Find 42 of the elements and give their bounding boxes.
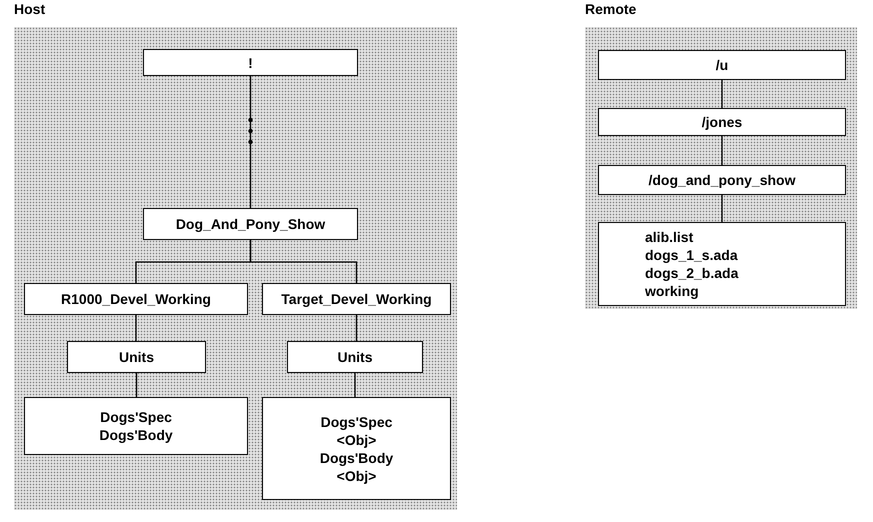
connector-line bbox=[721, 195, 723, 222]
directory-name: R1000_Devel_Working bbox=[61, 290, 211, 308]
directory-name: working bbox=[645, 282, 699, 300]
directory-box bbox=[598, 165, 846, 195]
directory-box bbox=[24, 397, 248, 455]
panel-heading: Host bbox=[14, 1, 46, 17]
directory-box bbox=[143, 49, 358, 76]
directory-name: /jones bbox=[702, 113, 742, 131]
connector-line bbox=[250, 240, 358, 283]
connector-line bbox=[135, 315, 137, 341]
directory-box bbox=[598, 222, 846, 306]
directory-name: Dogs'Body bbox=[99, 426, 173, 444]
directory-name: Dog_And_Pony_Show bbox=[176, 215, 326, 233]
directory-name: /u bbox=[716, 56, 728, 74]
directory-box bbox=[24, 283, 248, 315]
panel-heading: Remote bbox=[585, 1, 636, 17]
directory-box bbox=[598, 108, 846, 136]
directory-box bbox=[598, 50, 846, 80]
directory-name: Dogs'Spec bbox=[100, 408, 172, 426]
directory-box bbox=[262, 397, 451, 500]
directory-name: ! bbox=[248, 54, 253, 72]
directory-name: dogs_2_b.ada bbox=[645, 264, 738, 282]
directory-name: <Obj> bbox=[336, 430, 376, 448]
connector-line bbox=[354, 373, 356, 397]
connector-line bbox=[356, 315, 358, 341]
directory-name: dogs_1_s.ada bbox=[645, 246, 738, 264]
directory-box bbox=[287, 341, 423, 373]
directory-name: Target_Devel_Working bbox=[281, 290, 432, 308]
directory-box bbox=[143, 208, 358, 240]
directory-name: Units bbox=[338, 348, 372, 366]
directory-name: /dog_and_pony_show bbox=[648, 171, 796, 189]
directory-name: Dogs'Body bbox=[320, 448, 394, 466]
directory-box bbox=[67, 341, 206, 373]
directory-name: Units bbox=[119, 348, 154, 366]
connector-line bbox=[136, 373, 138, 397]
connector-line bbox=[721, 80, 723, 108]
connector-line bbox=[250, 76, 252, 208]
directory-name: Dogs'Spec bbox=[320, 412, 392, 430]
connector-line bbox=[721, 136, 723, 165]
directory-box bbox=[262, 283, 451, 315]
directory-name: <Obj> bbox=[336, 466, 376, 484]
directory-name: alib.list bbox=[645, 228, 694, 246]
